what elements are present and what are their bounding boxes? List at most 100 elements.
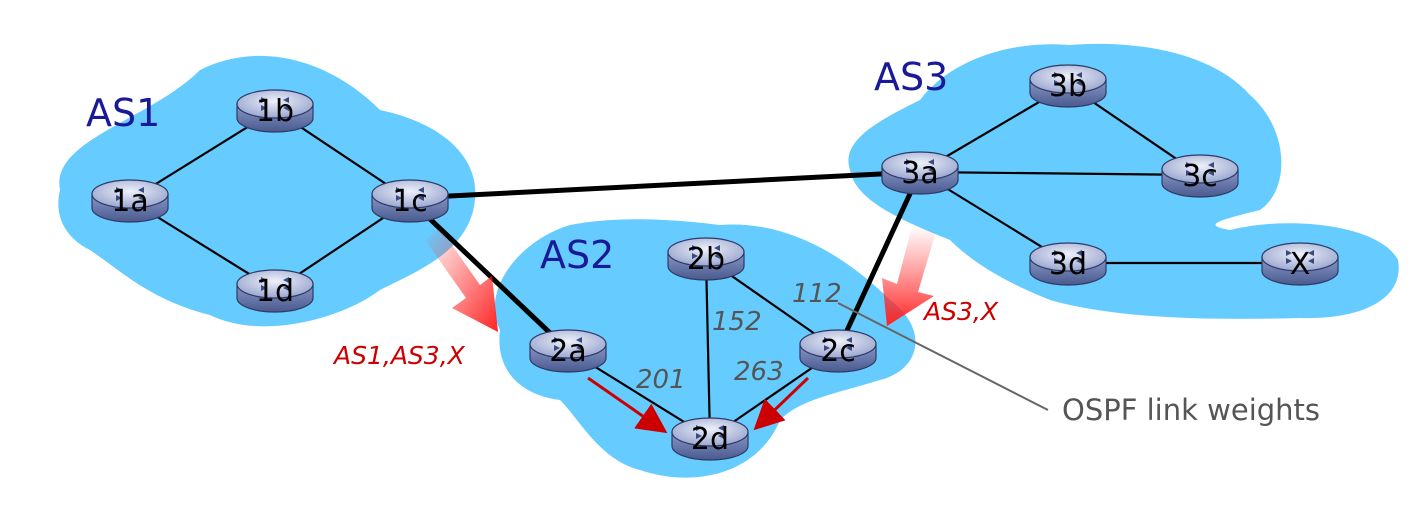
router-3d: 3d (1029, 242, 1107, 286)
router-arrow-glyph (824, 345, 830, 351)
router-arrow-glyph (824, 337, 830, 343)
router-arrow-glyph (928, 159, 934, 165)
router-top (667, 237, 745, 267)
router-arrow-glyph (1054, 250, 1060, 256)
weight-2b-2d: 152 (712, 307, 762, 337)
as2-label: AS2 (540, 233, 614, 277)
router-arrow-glyph (1076, 250, 1082, 256)
router-label: 2d (691, 422, 729, 457)
router-arrow-glyph (138, 187, 144, 193)
router-arrow-glyph (554, 345, 560, 351)
router-arrow-glyph (1208, 162, 1214, 168)
as1-label: AS1 (86, 91, 160, 135)
router-arrow-glyph (261, 277, 267, 283)
routers: 1a 1b 1c 1d 2a 2b 2c 2d 3a 3b 3c 3d X (91, 64, 1339, 461)
router-label: 1c (392, 184, 428, 219)
link-1c-3a (409, 169, 921, 201)
link-3a-2c (835, 170, 923, 352)
router-arrow-glyph (906, 159, 912, 165)
router-arrow-glyph (1308, 258, 1314, 264)
router-arrow-glyph (718, 425, 724, 431)
router-arrow-glyph (692, 245, 698, 251)
router-label: X (1290, 247, 1311, 282)
router-1d: 1d (236, 269, 314, 313)
router-arrow-glyph (261, 97, 267, 103)
router-arrow-glyph (714, 245, 720, 251)
router-top (529, 329, 607, 359)
router-arrow-glyph (261, 285, 267, 291)
router-2d: 2d (671, 417, 749, 461)
router-arrow-glyph (1186, 162, 1192, 168)
router-top (671, 417, 749, 447)
router-arrow-glyph (1208, 170, 1214, 176)
weight-2c-2d: 263 (734, 357, 784, 387)
router-label: 3a (901, 156, 938, 191)
router-arrow-glyph (283, 285, 289, 291)
router-label: 1b (256, 94, 294, 129)
router-3c: 3c (1161, 154, 1239, 198)
router-arrow-glyph (928, 167, 934, 173)
router-arrow-glyph (1076, 258, 1082, 264)
router-arrow-glyph (396, 195, 402, 201)
ospf-callout-label: OSPF link weights (1062, 393, 1320, 427)
router-arrow-glyph (1076, 72, 1082, 78)
as3-cloud (848, 43, 1399, 319)
router-label: 3d (1049, 247, 1087, 282)
router-arrow-glyph (283, 277, 289, 283)
weight-2a-2d: 201 (636, 365, 686, 395)
router-label: 1d (256, 274, 294, 309)
router-arrow-glyph (696, 433, 702, 439)
forward-arrow-2c-2d (753, 376, 810, 431)
router-arrow-glyph (1054, 72, 1060, 78)
router-arrow-glyph (1186, 170, 1192, 176)
link-1c-2a (408, 198, 570, 352)
router-top (1029, 242, 1107, 272)
router-arrow-glyph (692, 253, 698, 259)
router-arrow-glyph (418, 187, 424, 193)
router-arrow-glyph (718, 433, 724, 439)
router-arrow-glyph (116, 187, 122, 193)
router-2c: 2c (799, 329, 877, 373)
router-1a: 1a (91, 179, 169, 223)
router-arrow-glyph (576, 345, 582, 351)
router-arrow-glyph (714, 253, 720, 259)
as1-cloud (58, 55, 476, 327)
router-x: X (1261, 242, 1339, 286)
advert-arrow-to-2c (882, 226, 936, 326)
router-label: 2a (549, 334, 586, 369)
router-top (881, 151, 959, 181)
router-label: 2b (687, 242, 725, 277)
forward-arrow-2a-2d (587, 376, 668, 434)
router-top (236, 269, 314, 299)
router-label: 3c (1182, 159, 1218, 194)
router-arrow-glyph (1308, 250, 1314, 256)
router-arrow-glyph (696, 425, 702, 431)
link-2b-2d (704, 257, 712, 439)
callout-leader-line (837, 302, 1049, 411)
router-top (1161, 154, 1239, 184)
router-arrow-glyph (1286, 258, 1292, 264)
router-top (371, 179, 449, 209)
route-label-to-2a: AS1,AS3,X (332, 341, 466, 370)
router-arrow-glyph (846, 337, 852, 343)
router-arrow-glyph (1076, 80, 1082, 86)
router-arrow-glyph (554, 337, 560, 343)
router-top (799, 329, 877, 359)
router-arrow-glyph (576, 337, 582, 343)
router-label: 1a (111, 184, 148, 219)
router-arrow-glyph (1286, 250, 1292, 256)
router-arrow-glyph (418, 195, 424, 201)
router-arrow-glyph (283, 97, 289, 103)
router-label: 2c (820, 334, 856, 369)
link-3a-3c (919, 170, 1201, 177)
as2-cloud (494, 219, 916, 478)
router-arrow-glyph (906, 167, 912, 173)
router-label: 3b (1049, 69, 1087, 104)
router-1c: 1c (371, 179, 449, 223)
router-2b: 2b (667, 237, 745, 281)
router-3b: 3b (1029, 64, 1107, 108)
router-2a: 2a (529, 329, 607, 373)
router-arrow-glyph (846, 345, 852, 351)
router-arrow-glyph (1054, 258, 1060, 264)
